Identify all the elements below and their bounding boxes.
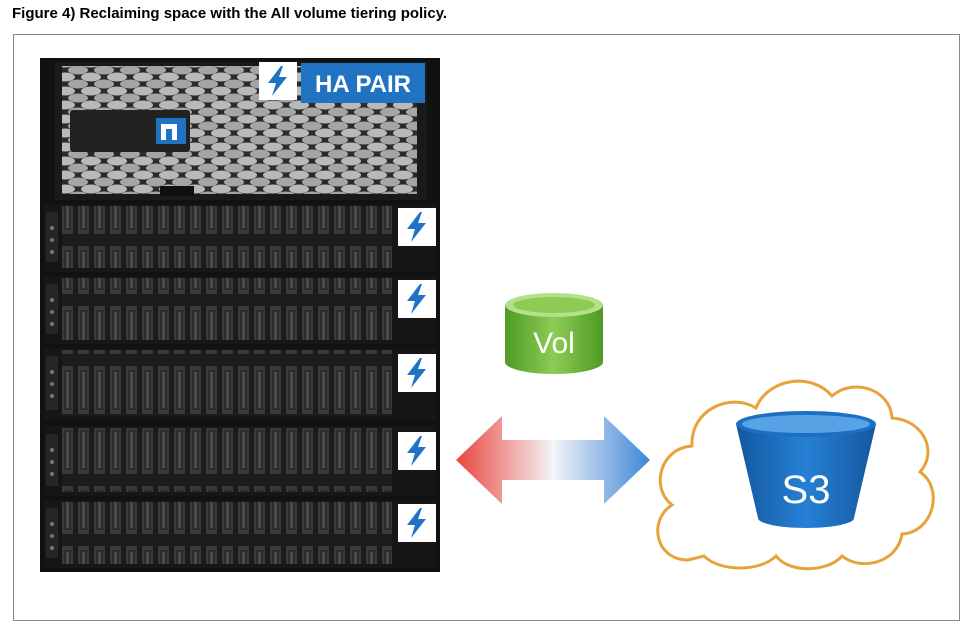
ha-pair-controller: HA PAIR (55, 62, 427, 200)
disk-shelf (44, 426, 436, 496)
flash-icon (398, 208, 436, 246)
flash-icon (398, 280, 436, 318)
flash-icon (398, 432, 436, 470)
storage-rack: HA PAIR (40, 58, 440, 572)
flash-icon (398, 504, 436, 542)
volume-label: Vol (533, 327, 575, 360)
netapp-logo-icon (156, 118, 186, 144)
double-arrow-icon (456, 416, 650, 504)
figure-caption: Figure 4) Reclaiming space with the All … (12, 5, 448, 22)
disk-shelf (44, 276, 436, 344)
disk-shelf (44, 500, 436, 568)
ha-pair-label: HA PAIR (315, 71, 411, 98)
disk-shelf (44, 204, 436, 272)
bucket-label: S3 (782, 468, 831, 512)
volume-cylinder: Vol (505, 293, 603, 374)
flash-icon (398, 354, 436, 392)
disk-shelf (44, 348, 436, 420)
ha-pair-badge: HA PAIR (259, 62, 425, 103)
bucket-icon: S3 (736, 411, 876, 528)
